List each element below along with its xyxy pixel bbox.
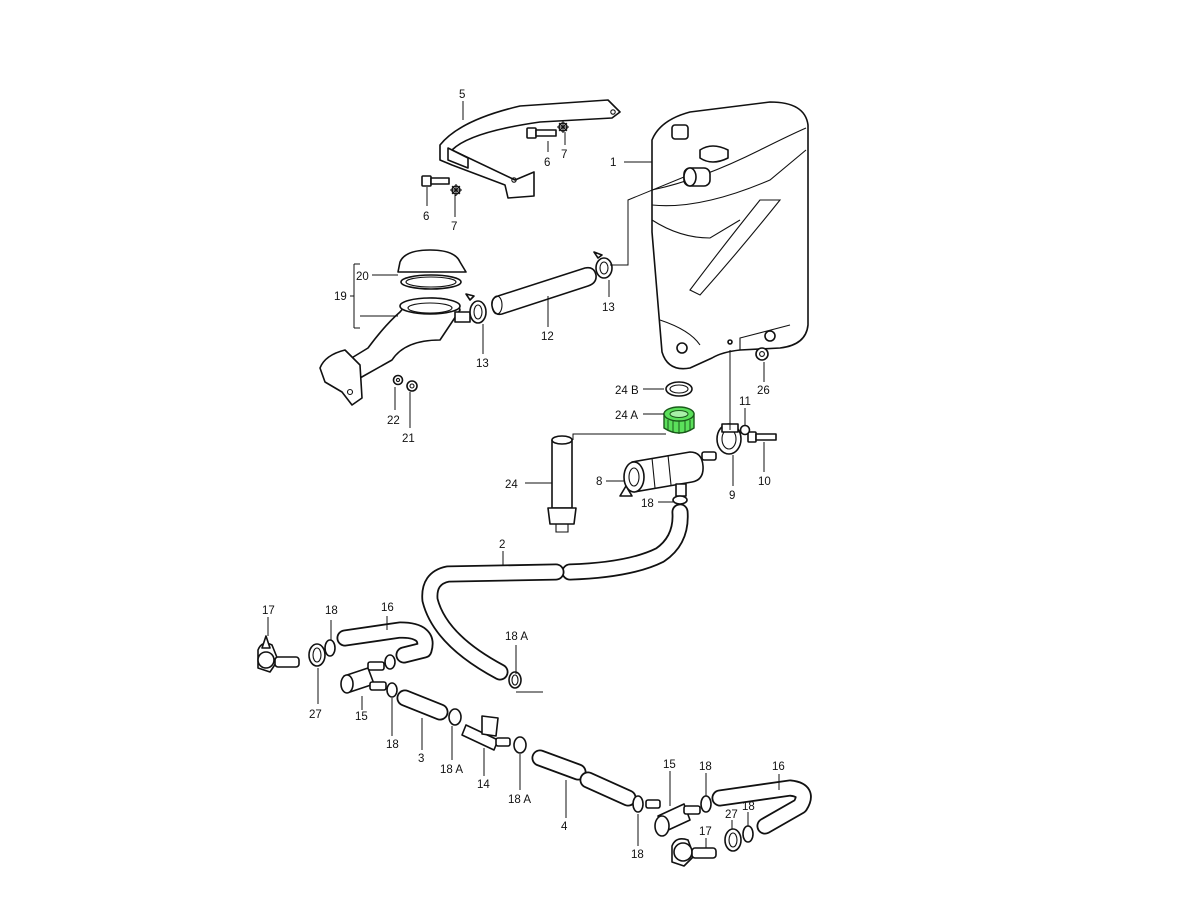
label-20[interactable]: 20 bbox=[356, 271, 369, 283]
label-18-left[interactable]: 18 bbox=[325, 605, 338, 617]
hose-clamp-18-left[interactable] bbox=[324, 639, 336, 657]
hose-16-left[interactable] bbox=[336, 621, 434, 664]
label-18A-mid[interactable]: 18 A bbox=[440, 764, 463, 776]
washer-7-lower[interactable] bbox=[450, 184, 462, 196]
washer-7-upper[interactable] bbox=[557, 121, 569, 133]
hose-clamp-18a-mid[interactable] bbox=[448, 708, 462, 726]
hose-2[interactable] bbox=[421, 503, 689, 681]
hose-clamp-18-left-b[interactable] bbox=[384, 654, 396, 670]
label-13-right[interactable]: 13 bbox=[602, 302, 615, 314]
label-12[interactable]: 12 bbox=[541, 331, 554, 343]
label-11[interactable]: 11 bbox=[739, 396, 751, 408]
label-15-left[interactable]: 15 bbox=[355, 711, 368, 723]
strainer-tube-24[interactable] bbox=[547, 435, 577, 533]
nozzle-17-right[interactable] bbox=[671, 838, 717, 867]
label-21[interactable]: 21 bbox=[402, 433, 415, 445]
washer-22[interactable] bbox=[392, 374, 404, 386]
label-9[interactable]: 9 bbox=[729, 490, 735, 502]
grommet-27-left[interactable] bbox=[308, 643, 326, 667]
label-3[interactable]: 3 bbox=[418, 753, 424, 765]
hose-3[interactable] bbox=[396, 689, 449, 721]
t-connector-14[interactable] bbox=[461, 715, 511, 751]
hose-clamp-18a-upper[interactable] bbox=[508, 671, 522, 689]
bolt-6-upper[interactable] bbox=[526, 127, 557, 139]
label-7-upper[interactable]: 7 bbox=[561, 149, 567, 161]
hose-clamp-18-right-a[interactable] bbox=[632, 795, 644, 813]
hose-4[interactable] bbox=[531, 749, 637, 807]
hose-clamp-18-pump[interactable] bbox=[672, 495, 688, 505]
grommet-26[interactable] bbox=[755, 347, 769, 361]
label-24B[interactable]: 24 B bbox=[615, 385, 639, 397]
label-5[interactable]: 5 bbox=[459, 89, 465, 101]
part-labels: 5 6 7 6 7 1 20 19 22 21 13 12 13 24 B 24… bbox=[262, 89, 785, 861]
pump-clamp-9[interactable] bbox=[716, 423, 742, 455]
label-2[interactable]: 2 bbox=[499, 539, 505, 551]
label-15-right[interactable]: 15 bbox=[663, 759, 676, 771]
label-18-right-a[interactable]: 18 bbox=[631, 849, 644, 861]
label-26[interactable]: 26 bbox=[757, 385, 770, 397]
label-16-left[interactable]: 16 bbox=[381, 602, 394, 614]
label-7-lower[interactable]: 7 bbox=[451, 221, 457, 233]
filler-cap[interactable] bbox=[397, 249, 467, 290]
label-22[interactable]: 22 bbox=[387, 415, 400, 427]
grommet-27-right[interactable] bbox=[724, 828, 742, 852]
cap-nut-24a[interactable] bbox=[663, 406, 695, 434]
label-6-upper[interactable]: 6 bbox=[544, 157, 550, 169]
filter-screen-24b[interactable] bbox=[665, 381, 693, 397]
bolt-10[interactable] bbox=[747, 431, 777, 443]
label-16-right[interactable]: 16 bbox=[772, 761, 785, 773]
hose-clamp-18a-lower[interactable] bbox=[513, 736, 527, 754]
label-1[interactable]: 1 bbox=[610, 157, 616, 169]
label-18-pump[interactable]: 18 bbox=[641, 498, 654, 510]
leader-lines bbox=[267, 101, 780, 848]
nut-11[interactable] bbox=[739, 424, 751, 436]
label-24A[interactable]: 24 A bbox=[615, 410, 638, 422]
hose-clamp-13-right[interactable] bbox=[593, 251, 613, 279]
check-valve-15-left[interactable] bbox=[340, 661, 387, 694]
label-27-right[interactable]: 27 bbox=[725, 809, 738, 821]
filler-neck[interactable] bbox=[319, 297, 471, 406]
reservoir-bracket[interactable] bbox=[439, 99, 621, 199]
label-18A-upper[interactable]: 18 A bbox=[505, 631, 528, 643]
label-18A-lower[interactable]: 18 A bbox=[508, 794, 531, 806]
label-18-left-b[interactable]: 18 bbox=[386, 739, 399, 751]
hose-16-right[interactable] bbox=[711, 779, 812, 835]
label-27-left[interactable]: 27 bbox=[309, 709, 322, 721]
check-valve-15-right[interactable] bbox=[645, 799, 701, 837]
label-19[interactable]: 19 bbox=[334, 291, 347, 303]
nozzle-17-left[interactable] bbox=[257, 635, 300, 673]
washer-pump-8[interactable] bbox=[619, 451, 717, 497]
label-17-left[interactable]: 17 bbox=[262, 605, 275, 617]
bolt-6-lower[interactable] bbox=[421, 175, 450, 187]
hose-clamp-18-left-c[interactable] bbox=[386, 682, 398, 698]
hose-12[interactable] bbox=[491, 266, 597, 316]
hose-clamp-18-right-c[interactable] bbox=[742, 825, 754, 843]
washer-reservoir[interactable] bbox=[651, 101, 809, 370]
label-24[interactable]: 24 bbox=[505, 479, 518, 491]
label-13-left[interactable]: 13 bbox=[476, 358, 489, 370]
label-8[interactable]: 8 bbox=[596, 476, 602, 488]
label-6-lower[interactable]: 6 bbox=[423, 211, 429, 223]
label-14[interactable]: 14 bbox=[477, 779, 490, 791]
label-17-right[interactable]: 17 bbox=[699, 826, 712, 838]
hose-clamp-13-left[interactable] bbox=[465, 293, 487, 324]
label-18-right-c[interactable]: 18 bbox=[742, 801, 755, 813]
label-10[interactable]: 10 bbox=[758, 476, 771, 488]
label-4[interactable]: 4 bbox=[561, 821, 568, 833]
hose-clamp-18-right-b[interactable] bbox=[700, 795, 712, 813]
label-18-right-b[interactable]: 18 bbox=[699, 761, 712, 773]
nut-21[interactable] bbox=[406, 380, 418, 392]
